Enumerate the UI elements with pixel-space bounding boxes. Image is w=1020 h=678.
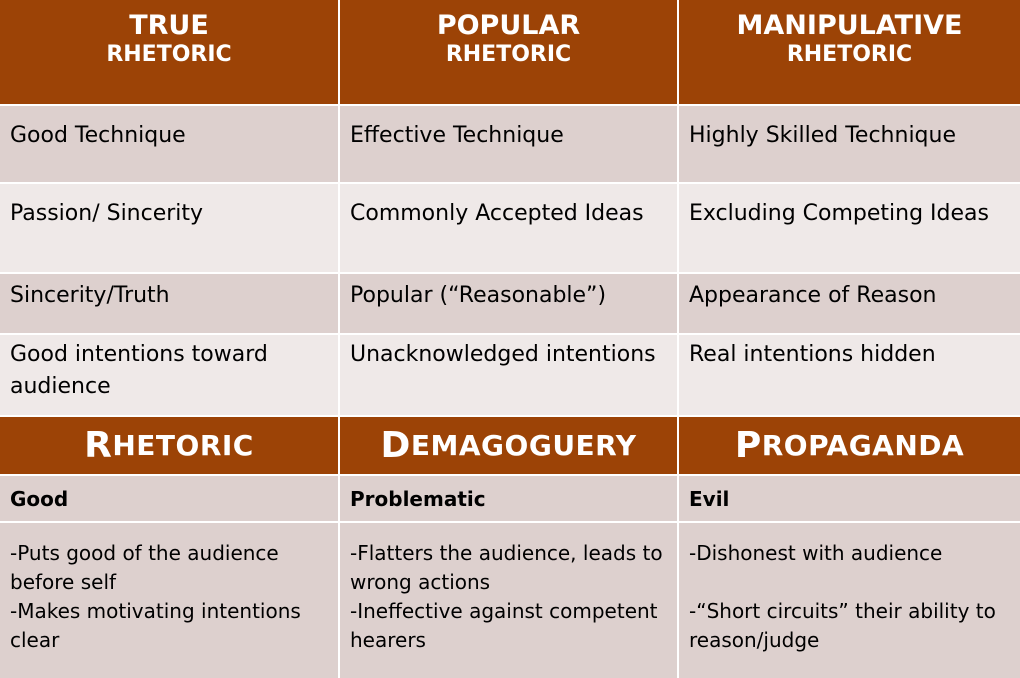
cell-intentions-true: Good intentions toward audience bbox=[0, 335, 340, 417]
cell-technique-popular: Effective Technique bbox=[340, 106, 679, 184]
cell-ideas-manipulative: Excluding Competing Ideas bbox=[679, 184, 1020, 274]
category-rest: HETORIC bbox=[112, 429, 254, 462]
cell-intentions-popular: Unacknowledged intentions bbox=[340, 335, 679, 417]
cell-ideas-popular: Commonly Accepted Ideas bbox=[340, 184, 679, 274]
cell-reason-true: Sincerity/Truth bbox=[0, 274, 340, 335]
header-line2: RHETORIC bbox=[445, 42, 572, 67]
header-line2: RHETORIC bbox=[106, 42, 232, 67]
note-spacer bbox=[689, 568, 1010, 597]
cell-reason-popular: Popular (“Reasonable”) bbox=[340, 274, 679, 335]
cell-reason-manipulative: Appearance of Reason bbox=[679, 274, 1020, 335]
header-line2: RHETORIC bbox=[786, 42, 913, 67]
category-initial: R bbox=[84, 425, 113, 466]
note-item: -“Short circuits” their ability to reaso… bbox=[689, 599, 996, 652]
verdict-demagoguery: Problematic bbox=[340, 476, 679, 523]
cell-ideas-true: Passion/ Sincerity bbox=[0, 184, 340, 274]
notes-demagoguery: -Flatters the audience, leads to wrong a… bbox=[340, 523, 679, 678]
header-true-rhetoric: TRUE RHETORIC bbox=[0, 0, 340, 106]
verdict-rhetoric: Good bbox=[0, 476, 340, 523]
cell-intentions-manipulative: Real intentions hidden bbox=[679, 335, 1020, 417]
note-item: -Ineffective against competent hearers bbox=[350, 599, 658, 652]
header-manipulative-rhetoric: MANIPULATIVE RHETORIC bbox=[679, 0, 1020, 106]
notes-propaganda: -Dishonest with audience -“Short circuit… bbox=[679, 523, 1020, 678]
header-line1: POPULAR bbox=[436, 10, 581, 41]
note-item: -Dishonest with audience bbox=[689, 541, 943, 565]
cell-technique-manipulative: Highly Skilled Technique bbox=[679, 106, 1020, 184]
header-line1: MANIPULATIVE bbox=[736, 10, 963, 41]
category-initial: D bbox=[380, 425, 411, 466]
cell-technique-true: Good Technique bbox=[0, 106, 340, 184]
category-initial: P bbox=[734, 425, 762, 466]
category-rest: ROPAGANDA bbox=[761, 429, 965, 462]
header-line1: TRUE bbox=[129, 10, 209, 41]
note-item: -Makes motivating intentions clear bbox=[10, 599, 301, 652]
header-popular-rhetoric: POPULAR RHETORIC bbox=[340, 0, 679, 106]
notes-rhetoric: -Puts good of the audience before self -… bbox=[0, 523, 340, 678]
verdict-propaganda: Evil bbox=[679, 476, 1020, 523]
category-rest: EMAGOGUERY bbox=[410, 429, 637, 462]
note-item: -Puts good of the audience before self bbox=[10, 541, 279, 594]
note-item: -Flatters the audience, leads to wrong a… bbox=[350, 541, 663, 594]
